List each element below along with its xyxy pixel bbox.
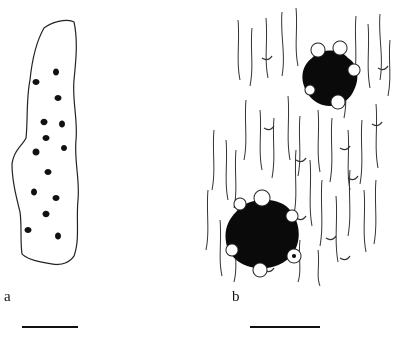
specimen-pores bbox=[25, 69, 68, 240]
lower-pore-dot bbox=[292, 254, 296, 258]
scale-bar-b bbox=[250, 326, 320, 328]
upper-pore bbox=[302, 41, 360, 109]
panel-label-b: b bbox=[232, 290, 240, 305]
lower-pore bbox=[225, 190, 301, 277]
scale-bar-a bbox=[22, 326, 78, 328]
panel-a-drawing bbox=[12, 20, 78, 264]
upper-pore-hole bbox=[302, 51, 357, 107]
specimen-outline bbox=[12, 20, 78, 264]
panel-label-a: a bbox=[4, 290, 11, 305]
